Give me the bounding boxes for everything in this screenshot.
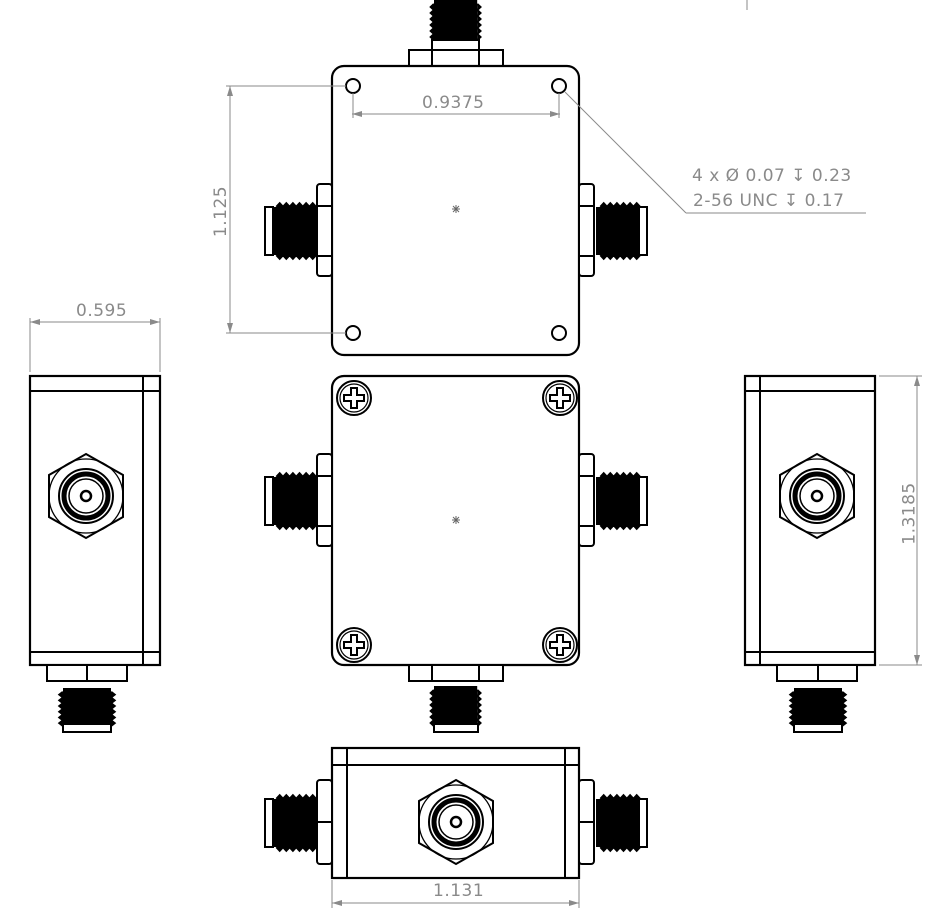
sma-connector-icon bbox=[578, 779, 648, 865]
phillips-screw-icon bbox=[336, 627, 372, 663]
top-view-screws bbox=[264, 374, 648, 733]
sma-connector-icon bbox=[578, 453, 648, 547]
phillips-screw-icon bbox=[542, 627, 578, 663]
mounting-hole-icon bbox=[551, 78, 567, 94]
sma-connector-icon bbox=[46, 664, 128, 733]
mounting-hole-icon bbox=[345, 325, 361, 341]
front-elevation-view bbox=[264, 746, 648, 880]
sma-connector-icon bbox=[578, 183, 648, 277]
sma-connector-icon bbox=[264, 183, 333, 277]
phillips-screw-icon bbox=[542, 380, 578, 416]
dim-overall-height: 1.3185 bbox=[899, 482, 920, 545]
sma-connector-icon bbox=[776, 664, 858, 733]
callout-thread-spec: 2-56 UNC ↧ 0.17 bbox=[693, 191, 845, 211]
dim-overall-width: 1.131 bbox=[433, 881, 485, 901]
left-side-view bbox=[28, 374, 162, 733]
sma-connector-icon bbox=[264, 779, 333, 865]
mounting-hole-icon bbox=[345, 78, 361, 94]
dimension-lines bbox=[29, 0, 922, 908]
bottom-view-holes bbox=[264, 0, 648, 357]
center-mark-icon bbox=[452, 516, 460, 524]
mounting-hole-icon bbox=[551, 325, 567, 341]
sma-connector-icon bbox=[408, 0, 504, 67]
dim-hole-spacing-vertical: 1.125 bbox=[211, 185, 232, 238]
dim-hole-spacing-horizontal: 0.9375 bbox=[422, 93, 485, 113]
center-mark-icon bbox=[452, 205, 460, 213]
callout-hole-spec: 4 x Ø 0.07 ↧ 0.23 bbox=[692, 166, 852, 186]
sma-connector-icon bbox=[264, 453, 333, 547]
right-side-view bbox=[743, 374, 877, 733]
sma-connector-icon bbox=[408, 664, 504, 733]
dim-side-width: 0.595 bbox=[76, 301, 128, 321]
phillips-screw-icon bbox=[336, 380, 372, 416]
